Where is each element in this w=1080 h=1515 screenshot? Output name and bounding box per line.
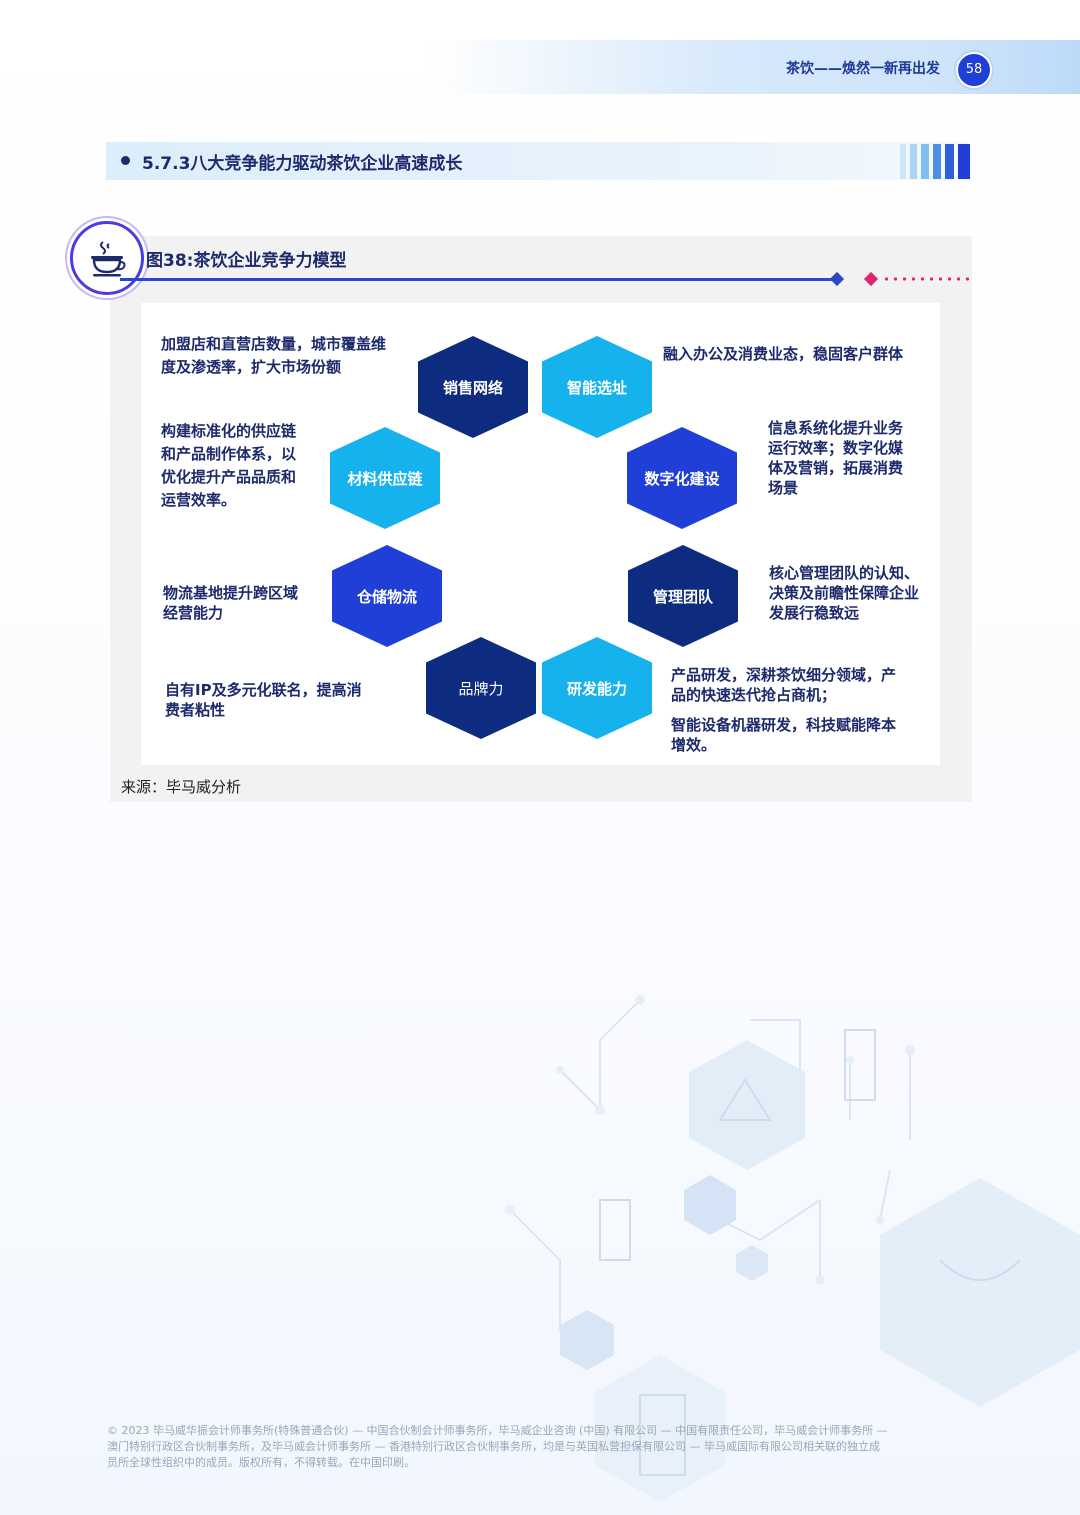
desc-sales-network: 加盟店和直营店数量，城市覆盖维 度及渗透率，扩大市场份额 — [161, 333, 386, 379]
rule-dots — [882, 277, 972, 281]
hex-logistics: 仓储物流 — [332, 545, 442, 647]
figure-title: 图38:茶饮企业竞争力模型 — [146, 246, 346, 271]
competitiveness-diagram: 销售网络 智能选址 材料供应链 数字化建设 仓储物流 管理团队 品牌力 研发能力… — [141, 303, 940, 765]
figure-source: 来源：毕马威分析 — [121, 776, 241, 797]
hex-smart-site: 智能选址 — [542, 336, 652, 438]
figure-rule — [120, 278, 835, 281]
desc-smart-site: 融入办公及消费业态，稳固客户群体 — [663, 343, 903, 366]
tea-cup-icon — [70, 221, 144, 295]
hex-brand: 品牌力 — [426, 637, 536, 739]
section-title: 5.7.3八大竞争能力驱动茶饮企业高速成长 — [142, 149, 462, 174]
hex-material-supply: 材料供应链 — [330, 427, 440, 529]
footer-copyright: © 2023 毕马威华振会计师事务所(特殊普通合伙) — 中国合伙制会计师事务所… — [107, 1423, 975, 1471]
stripes-decoration — [900, 144, 970, 179]
header-title: 茶饮——焕然一新再出发 — [786, 58, 940, 78]
hex-management: 管理团队 — [628, 545, 738, 647]
page-number: 58 — [956, 52, 992, 88]
desc-logistics: 物流基地提升跨区域 经营能力 — [163, 583, 298, 623]
bullet-icon — [121, 156, 130, 165]
desc-management: 核心管理团队的认知、 决策及前瞻性保障企业 发展行稳致远 — [769, 563, 919, 623]
hex-sales-network: 销售网络 — [418, 336, 528, 438]
hex-rnd: 研发能力 — [542, 637, 652, 739]
desc-rnd: 产品研发，深耕茶饮细分领域，产 品的快速迭代抢占商机； 智能设备机器研发，科技赋… — [671, 665, 896, 755]
hex-digital: 数字化建设 — [627, 427, 737, 529]
desc-digital: 信息系统化提升业务 运行效率；数字化媒 体及营销，拓展消费 场景 — [768, 418, 903, 498]
desc-brand: 自有IP及多元化联名，提高消 费者粘性 — [165, 680, 362, 720]
desc-material-supply: 构建标准化的供应链 和产品制作体系，以 优化提升产品品质和 运营效率。 — [161, 420, 296, 512]
